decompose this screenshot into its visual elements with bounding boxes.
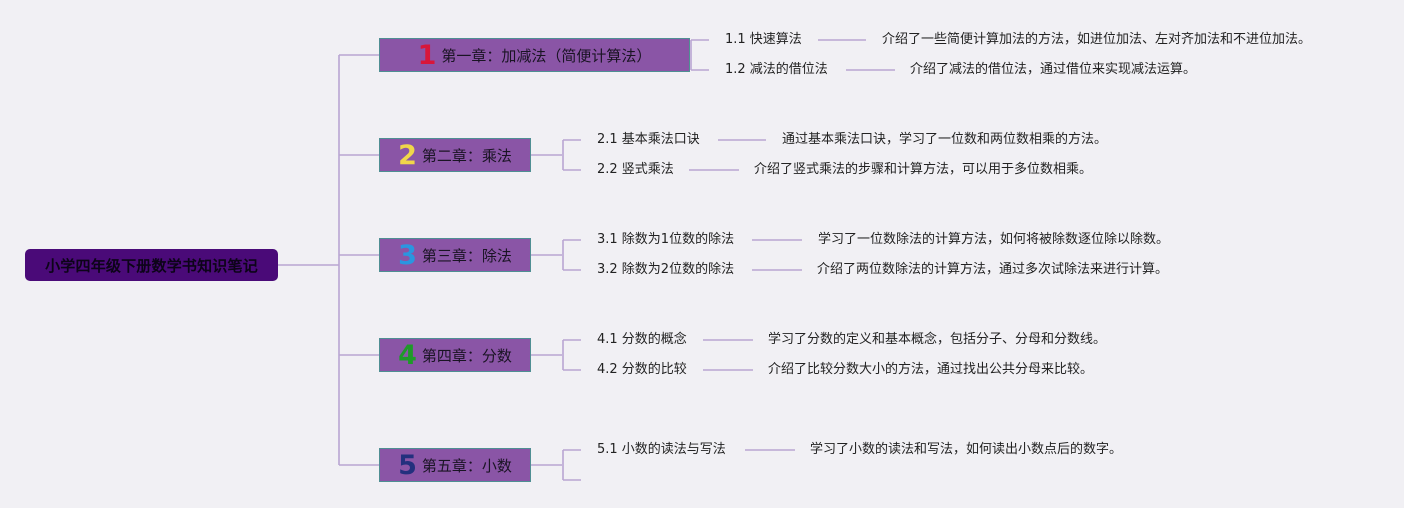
section-description[interactable]: 介绍了竖式乘法的步骤和计算方法，可以用于多位数相乘。 [754,162,1093,177]
section-label[interactable]: 1.2 减法的借位法 [725,62,828,77]
section-label[interactable]: 4.1 分数的概念 [597,332,687,347]
chapter-number-badge: 2 [398,139,417,171]
section-description[interactable]: 介绍了一些简便计算加法的方法，如进位加法、左对齐加法和不进位加法。 [882,32,1312,47]
chapter-number-badge: 5 [398,449,417,481]
section-description[interactable]: 学习了小数的读法和写法，如何读出小数点后的数字。 [810,442,1123,457]
chapter-title: 第一章：加减法（简便计算法） [441,46,652,65]
chapter-number-badge: 1 [417,39,437,71]
section-description[interactable]: 介绍了比较分数大小的方法，通过找出公共分母来比较。 [768,362,1094,377]
chapter-title: 第三章：除法 [421,246,512,265]
section-label[interactable]: 2.1 基本乘法口诀 [597,132,700,147]
root-node[interactable]: 小学四年级下册数学书知识笔记 [25,249,278,281]
chapter-title: 第四章：分数 [421,346,512,365]
section-description[interactable]: 介绍了减法的借位法，通过借位来实现减法运算。 [910,62,1197,77]
root-title: 小学四年级下册数学书知识笔记 [45,256,258,275]
chapter-number-badge: 4 [398,339,417,371]
section-label[interactable]: 4.2 分数的比较 [597,362,687,377]
chapter-title: 第二章：乘法 [421,146,512,165]
chapter-title: 第五章：小数 [421,456,512,475]
section-label[interactable]: 1.1 快速算法 [725,32,802,47]
section-description[interactable]: 通过基本乘法口诀，学习了一位数和两位数相乘的方法。 [782,132,1108,147]
section-label[interactable]: 5.1 小数的读法与写法 [597,442,726,457]
section-description[interactable]: 学习了分数的定义和基本概念，包括分子、分母和分数线。 [768,332,1107,347]
section-label[interactable]: 3.1 除数为1位数的除法 [597,232,735,247]
section-label[interactable]: 2.2 竖式乘法 [597,162,674,177]
chapter-number-badge: 3 [398,239,417,271]
section-label[interactable]: 3.2 除数为2位数的除法 [597,262,735,277]
section-description[interactable]: 学习了一位数除法的计算方法，如何将被除数逐位除以除数。 [818,232,1170,247]
section-description[interactable]: 介绍了两位数除法的计算方法，通过多次试除法来进行计算。 [817,262,1169,277]
